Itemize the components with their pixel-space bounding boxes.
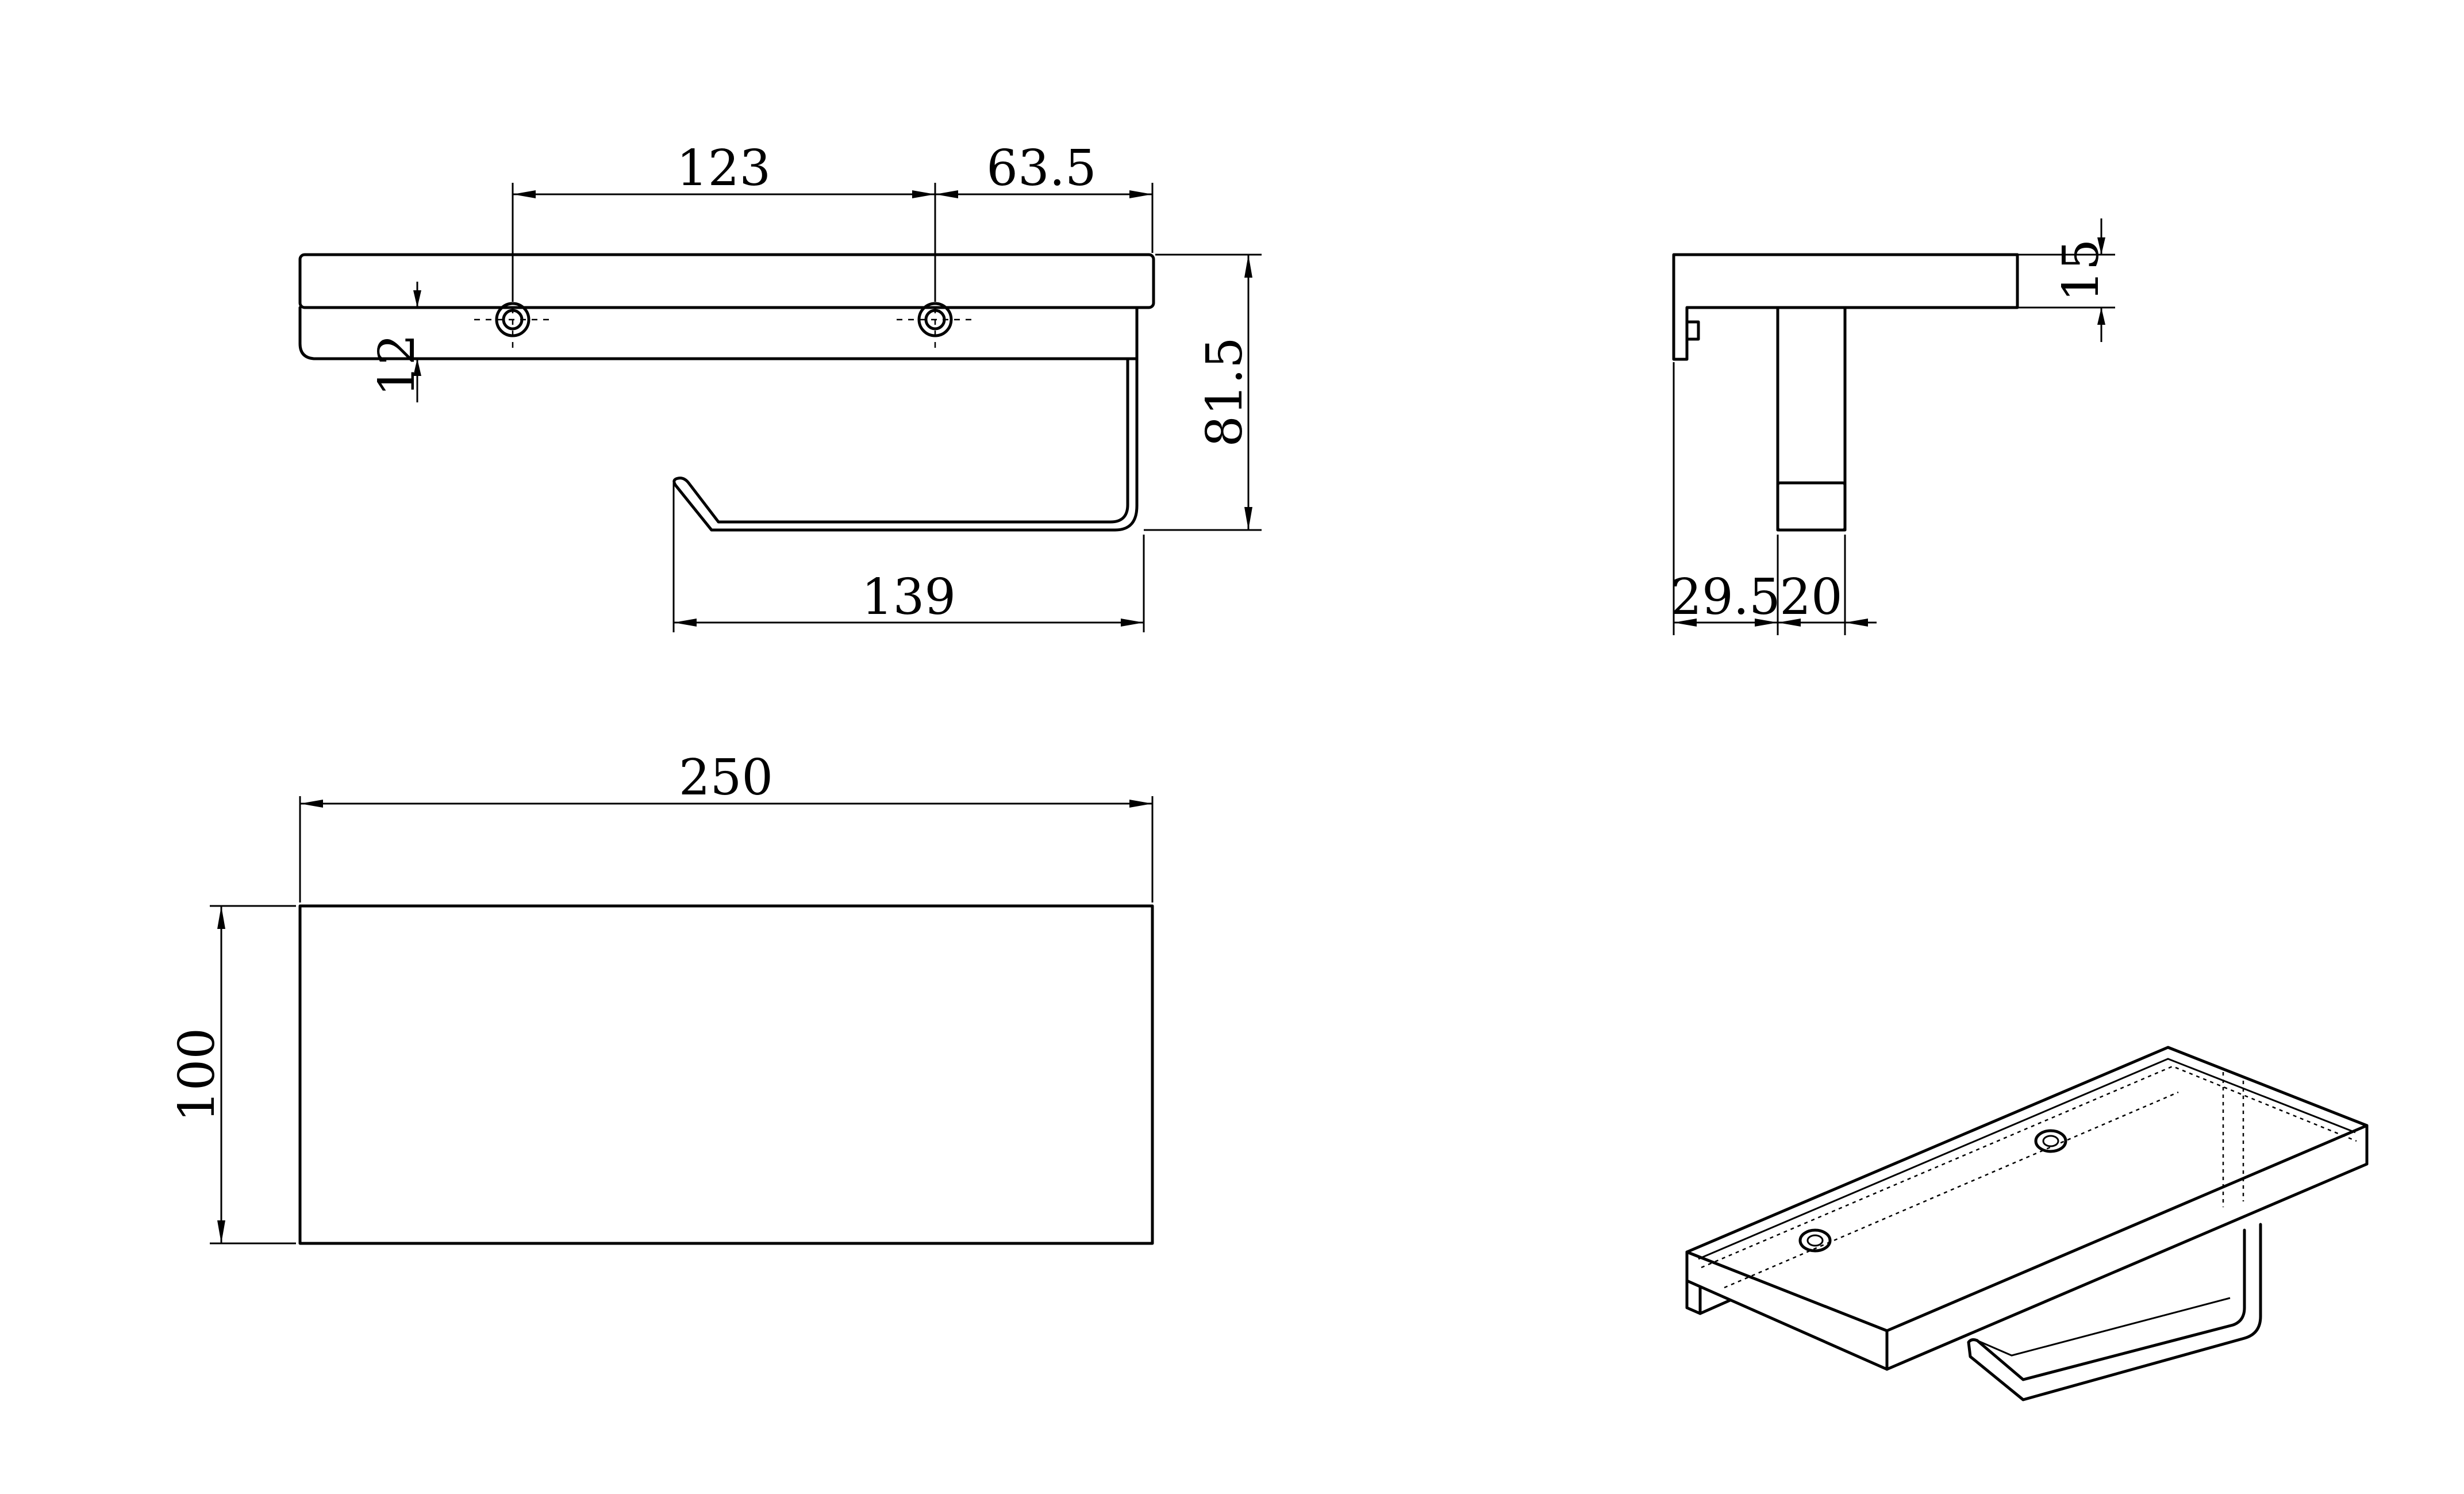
dimension-total-height: 81.5 <box>1144 254 1262 531</box>
iso-paper-bar-edge <box>1977 1297 2231 1357</box>
side-arm <box>1776 306 1847 532</box>
dimension-label-123: 123 <box>676 140 771 197</box>
dimension-label-81-5: 81.5 <box>1196 337 1254 447</box>
front-paper-bar <box>672 357 1139 532</box>
dimension-side-offsets: 29.5 20 <box>1670 362 1877 635</box>
dimension-shelf-thickness: 15 <box>2017 218 2115 342</box>
iso-shelf-front <box>1685 1250 1889 1371</box>
dimension-label-29-5: 29.5 <box>1670 569 1780 626</box>
dimension-label-20: 20 <box>1779 569 1842 626</box>
side-bracket-lip <box>1685 320 1700 341</box>
dimension-label-63-5: 63.5 <box>986 140 1096 197</box>
dimension-bar-length: 139 <box>672 483 1145 632</box>
dimension-hole-spacing: 123 <box>512 140 936 302</box>
dimension-depth: 100 <box>168 905 296 1245</box>
iso-screw-right <box>2034 1129 2067 1153</box>
dimension-label-15: 15 <box>2052 239 2110 302</box>
iso-arm-hidden <box>2222 1072 2244 1207</box>
iso-paper-bar <box>1967 1223 2262 1401</box>
dimension-hole-height: 12 <box>368 282 437 402</box>
iso-shelf-right <box>1885 1124 2369 1371</box>
dimension-label-139: 139 <box>862 569 956 626</box>
dimension-width: 250 <box>299 749 1154 902</box>
side-view: 15 29.5 20 <box>1670 218 2115 635</box>
iso-shelf-inner <box>1698 1058 2356 1260</box>
dimension-label-100: 100 <box>168 1028 226 1122</box>
iso-mount-lip <box>1685 1279 1702 1315</box>
dimension-label-12: 12 <box>368 334 426 397</box>
iso-shelf-top <box>1685 1046 2369 1332</box>
dimension-label-250: 250 <box>679 749 773 806</box>
side-arm-end <box>1776 481 1847 532</box>
front-mounting-rail <box>298 306 1139 360</box>
top-shelf-outline <box>298 904 1154 1245</box>
front-shelf-plate <box>298 253 1155 309</box>
front-view: 123 63.5 12 81.5 <box>298 140 1262 632</box>
dimension-hole-to-edge: 63.5 <box>935 140 1154 253</box>
left-screw-hole <box>474 285 552 351</box>
iso-hidden-rail-2 <box>1724 1091 2179 1289</box>
iso-screw-left <box>1798 1228 1832 1253</box>
iso-hidden-rail <box>1701 1065 2357 1269</box>
top-view: 250 100 <box>168 749 1154 1245</box>
iso-mount-lip-2 <box>1698 1299 1732 1315</box>
isometric-view <box>1685 1046 2369 1401</box>
right-screw-hole <box>897 285 974 351</box>
